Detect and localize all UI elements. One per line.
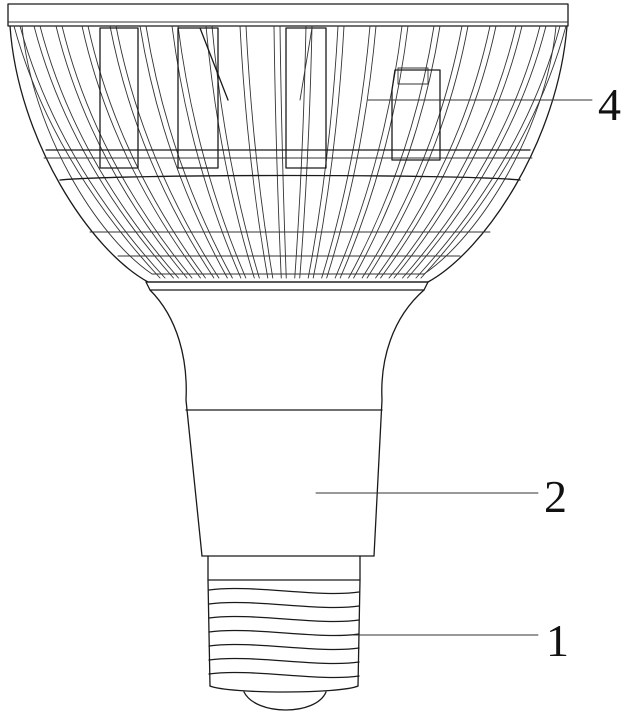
fin-edge (421, 26, 566, 278)
fin-edge (212, 26, 259, 278)
thread-line (209, 672, 359, 677)
fin-edge (280, 26, 286, 278)
neck-housing (146, 282, 428, 556)
label-4: 4 (598, 79, 621, 130)
fin-edge (394, 26, 522, 278)
fin (56, 26, 187, 278)
thread-line (209, 602, 359, 607)
thread-line (209, 630, 359, 635)
fin-edge (116, 26, 219, 278)
screw-base (208, 556, 360, 710)
neck-collar (146, 282, 428, 290)
screw-threads (209, 588, 359, 677)
label-1: 1 (546, 615, 569, 666)
fin (349, 26, 434, 278)
neck-left-profile (150, 290, 202, 556)
fin-edge (327, 26, 376, 278)
fin-edge (313, 26, 344, 278)
thread-line (209, 616, 359, 621)
thread-line (209, 588, 359, 593)
heat-sink (8, 4, 568, 282)
fin (110, 26, 214, 278)
fin (295, 26, 306, 278)
fin (34, 26, 173, 278)
fin (322, 26, 370, 278)
heat-sink-top-rim (8, 4, 568, 26)
label-2: 2 (544, 471, 567, 522)
thread-line (209, 658, 359, 663)
heat-sink-fins (14, 26, 566, 278)
fin-edge (146, 26, 232, 278)
fin-edge (20, 26, 165, 278)
fin (389, 26, 516, 278)
heat-sink-bowl (10, 26, 567, 282)
base-contact-tip (244, 692, 326, 710)
fin (308, 26, 338, 278)
fin-edge (178, 26, 246, 278)
fin (240, 26, 268, 278)
thread-line (209, 644, 359, 649)
fin (416, 26, 560, 278)
fin (362, 26, 462, 278)
neck-right-profile (374, 290, 424, 556)
